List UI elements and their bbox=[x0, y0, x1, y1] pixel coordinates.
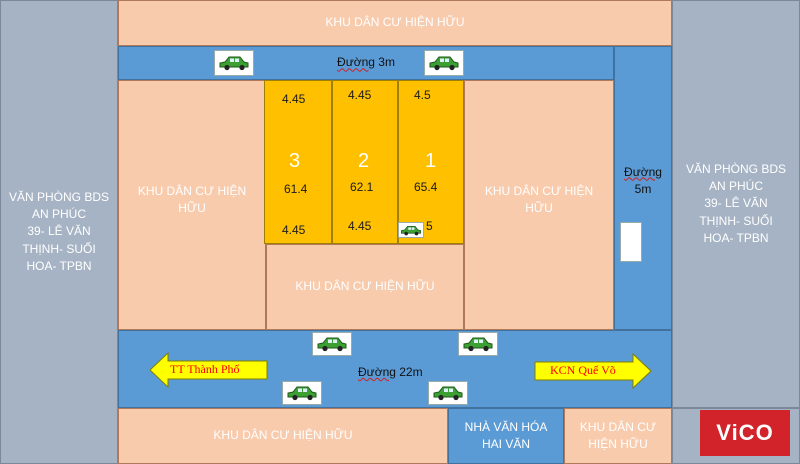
residential-right-line: KHU DÂN CƯ HIỆN bbox=[484, 183, 594, 198]
office-right-line: HOA- TPBN bbox=[703, 231, 769, 246]
culture-house-line: NHÀ VĂN HÓA bbox=[464, 419, 548, 434]
lot-2-number: 2 bbox=[358, 150, 370, 172]
arrow-right-label: KCN Quế Võ bbox=[550, 363, 616, 377]
vico-logo: ViCO bbox=[700, 410, 790, 456]
lot-2[interactable] bbox=[332, 80, 398, 244]
office-left-line: VĂN PHÒNG BDS bbox=[8, 189, 110, 204]
office-left-line: HOA- TPBN bbox=[26, 259, 92, 274]
car-icon bbox=[398, 222, 424, 238]
office-left-line: 39- LÊ VĂN bbox=[27, 224, 91, 239]
office-right-line: VĂN PHÒNG BDS bbox=[685, 161, 787, 176]
residential-right: KHU DÂN CƯ HIỆN HỮU bbox=[464, 80, 614, 330]
road-5m: Đường 5m bbox=[614, 46, 672, 330]
residential-left-line: HỮU bbox=[178, 201, 206, 215]
lot-1-front: 4.5 bbox=[414, 88, 431, 102]
road-3m: Đường 3m bbox=[118, 46, 614, 80]
lot-2-back: 4.45 bbox=[348, 219, 372, 233]
office-left: VĂN PHÒNG BDS AN PHÚC 39- LÊ VĂN THỊNH- … bbox=[0, 0, 118, 464]
vico-logo-text: ViCO bbox=[716, 420, 774, 445]
residential-top-label: KHU DÂN CƯ HIỆN HỮU bbox=[325, 15, 465, 30]
residential-bottom-left: KHU DÂN CƯ HIỆN HỮU bbox=[118, 408, 448, 464]
residential-bottom-right-line: KHU DÂN CƯ bbox=[579, 419, 657, 434]
arrow-left-label: TT Thành Phố bbox=[170, 362, 240, 376]
car-icon bbox=[424, 50, 464, 76]
office-left-line: THỊNH- SUỐI bbox=[22, 241, 96, 256]
residential-left-line: KHU DÂN CƯ HIỆN bbox=[137, 183, 247, 198]
residential-left: KHU DÂN CƯ HIỆN HỮU bbox=[118, 80, 266, 330]
residential-top: KHU DÂN CƯ HIỆN HỮU bbox=[118, 0, 672, 46]
arrow-right: KCN Quế Võ bbox=[534, 353, 652, 389]
lot-3-number: 3 bbox=[289, 150, 301, 172]
office-right: VĂN PHÒNG BDS AN PHÚC 39- LÊ VĂN THỊNH- … bbox=[672, 0, 800, 408]
lot-3-front: 4.45 bbox=[282, 92, 306, 106]
lot-3-back: 4.45 bbox=[282, 223, 306, 237]
road-3m-label: Đường 3m bbox=[337, 55, 395, 70]
lot-1-number: 1 bbox=[425, 150, 437, 172]
residential-bottom-right-line: HIỆN HỮU bbox=[588, 437, 648, 451]
residential-middle-label: KHU DÂN CƯ HIỆN HỮU bbox=[295, 279, 435, 294]
culture-house: NHÀ VĂN HÓA HAI VĂN bbox=[448, 408, 564, 464]
residential-middle: KHU DÂN CƯ HIỆN HỮU bbox=[266, 244, 464, 330]
arrow-left-shape bbox=[150, 352, 268, 388]
car-icon bbox=[620, 222, 642, 262]
office-right-line: THỊNH- SUỐI bbox=[699, 213, 773, 228]
residential-bottom-right: KHU DÂN CƯ HIỆN HỮU bbox=[564, 408, 672, 464]
car-icon bbox=[312, 332, 352, 356]
residential-right-line: HỮU bbox=[525, 201, 553, 215]
car-icon bbox=[458, 332, 498, 356]
car-icon bbox=[428, 381, 468, 405]
lot-1-area: 65.4 bbox=[414, 180, 438, 194]
office-left-line: AN PHÚC bbox=[31, 206, 86, 221]
car-icon bbox=[282, 381, 322, 405]
residential-bottom-left-label: KHU DÂN CƯ HIỆN HỮU bbox=[213, 428, 353, 443]
road-22m-label: Đường 22m bbox=[358, 365, 423, 379]
culture-house-line: HAI VĂN bbox=[481, 437, 530, 451]
office-right-line: AN PHÚC bbox=[708, 178, 763, 193]
road-5m-label: Đường 5m bbox=[624, 164, 662, 196]
car-icon bbox=[214, 50, 254, 76]
lot-2-area: 62.1 bbox=[350, 180, 374, 194]
lot-1-back: 5 bbox=[426, 219, 433, 233]
lot-3[interactable] bbox=[264, 80, 332, 244]
office-right-line: 39- LÊ VĂN bbox=[704, 196, 768, 211]
lot-3-area: 61.4 bbox=[284, 182, 308, 196]
lot-2-front: 4.45 bbox=[348, 88, 372, 102]
arrow-left: TT Thành Phố bbox=[150, 352, 268, 388]
lot-1[interactable] bbox=[398, 80, 464, 244]
arrow-right-shape bbox=[534, 353, 652, 389]
